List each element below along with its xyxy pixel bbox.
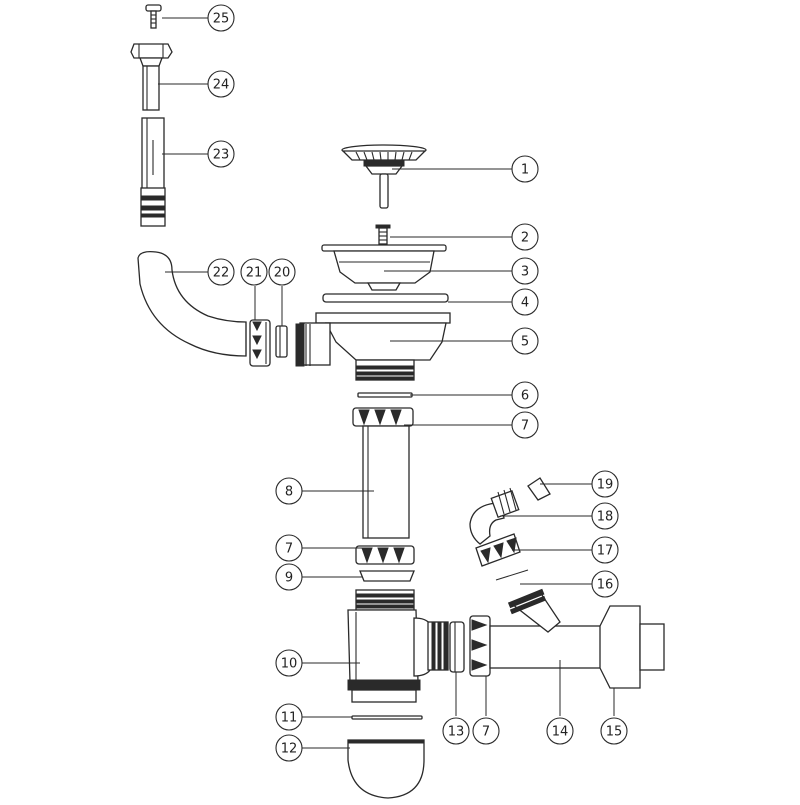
- part-6-washer: [357, 392, 413, 398]
- part-3-flange-bowl: [321, 244, 447, 291]
- part-12-bottom-cap: [347, 739, 425, 799]
- callout-16: 16: [591, 570, 619, 598]
- part-2-central-screw: [375, 224, 391, 245]
- svg-text:4: 4: [521, 296, 529, 311]
- callout-8: 8: [275, 477, 303, 505]
- svg-text:25: 25: [213, 12, 230, 27]
- svg-text:19: 19: [597, 478, 614, 493]
- callout-17: 17: [591, 536, 619, 564]
- callout-7-upper: 7: [511, 411, 539, 439]
- svg-text:2: 2: [521, 231, 529, 246]
- part-22-bend-pipe: [137, 250, 247, 357]
- svg-text:8: 8: [285, 485, 293, 500]
- callout-9: 9: [275, 563, 303, 591]
- part-23-overflow-pipe: [140, 117, 166, 227]
- part-14-outlet-pipe: [489, 588, 609, 669]
- svg-text:11: 11: [281, 711, 298, 726]
- callout-12: 12: [275, 734, 303, 762]
- svg-text:7: 7: [285, 542, 293, 557]
- callout-5: 5: [511, 327, 539, 355]
- svg-text:15: 15: [606, 725, 623, 740]
- part-19-cap: [527, 477, 551, 501]
- callout-14: 14: [546, 717, 574, 745]
- part-16-washer: [495, 569, 529, 581]
- callout-21: 21: [240, 258, 268, 286]
- svg-text:22: 22: [213, 266, 230, 281]
- svg-text:23: 23: [213, 148, 230, 163]
- part-11-washer: [351, 715, 423, 720]
- svg-text:7: 7: [482, 725, 490, 740]
- part-1-strainer-basket: [341, 144, 427, 209]
- callout-7-lower: 7: [472, 717, 500, 745]
- callout-7-middle: 7: [275, 534, 303, 562]
- leader-lines: [158, 17, 615, 749]
- callout-23: 23: [207, 140, 235, 168]
- svg-text:9: 9: [285, 571, 293, 586]
- part-17-nut: [475, 533, 521, 567]
- callout-6: 6: [511, 381, 539, 409]
- svg-text:13: 13: [448, 725, 465, 740]
- callout-10: 10: [275, 649, 303, 677]
- part-9-cone-washer: [359, 570, 415, 582]
- callout-15: 15: [600, 717, 628, 745]
- part-25-screw: [145, 4, 162, 29]
- part-7-nut-lower: [469, 615, 491, 677]
- svg-text:24: 24: [213, 78, 230, 93]
- callout-18: 18: [591, 502, 619, 530]
- part-7-nut-middle: [355, 545, 415, 565]
- part-21-nut: [249, 319, 271, 367]
- svg-text:7: 7: [521, 419, 529, 434]
- callout-4: 4: [511, 288, 539, 316]
- part-13-ring: [449, 621, 465, 673]
- callout-24: 24: [207, 70, 235, 98]
- callout-20: 20: [268, 258, 296, 286]
- part-7-nut-upper: [352, 407, 414, 427]
- part-4-gasket: [322, 293, 449, 303]
- callout-11: 11: [275, 703, 303, 731]
- part-8-tube: [362, 425, 410, 539]
- callout-25: 25: [207, 4, 235, 32]
- svg-text:6: 6: [521, 389, 529, 404]
- part-5-sink-body: [295, 312, 451, 381]
- part-10-bottle-trap: [347, 589, 449, 703]
- callout-1: 1: [511, 155, 539, 183]
- svg-text:14: 14: [552, 725, 569, 740]
- svg-text:3: 3: [521, 265, 529, 280]
- part-20-ring: [275, 325, 288, 358]
- svg-text:12: 12: [281, 742, 298, 757]
- svg-text:20: 20: [274, 266, 291, 281]
- callout-22: 22: [207, 258, 235, 286]
- callout-2: 2: [511, 223, 539, 251]
- part-15-wall-flange: [599, 605, 665, 689]
- svg-text:1: 1: [521, 163, 529, 178]
- svg-text:18: 18: [597, 510, 614, 525]
- svg-text:10: 10: [281, 657, 298, 672]
- part-18-hose-elbow: [469, 487, 520, 545]
- callout-3: 3: [511, 257, 539, 285]
- part-24-overflow-cap: [130, 43, 173, 111]
- callout-13: 13: [442, 717, 470, 745]
- svg-text:21: 21: [246, 266, 263, 281]
- callout-19: 19: [591, 470, 619, 498]
- svg-text:16: 16: [597, 578, 614, 593]
- svg-text:5: 5: [521, 335, 529, 350]
- svg-text:17: 17: [597, 544, 614, 559]
